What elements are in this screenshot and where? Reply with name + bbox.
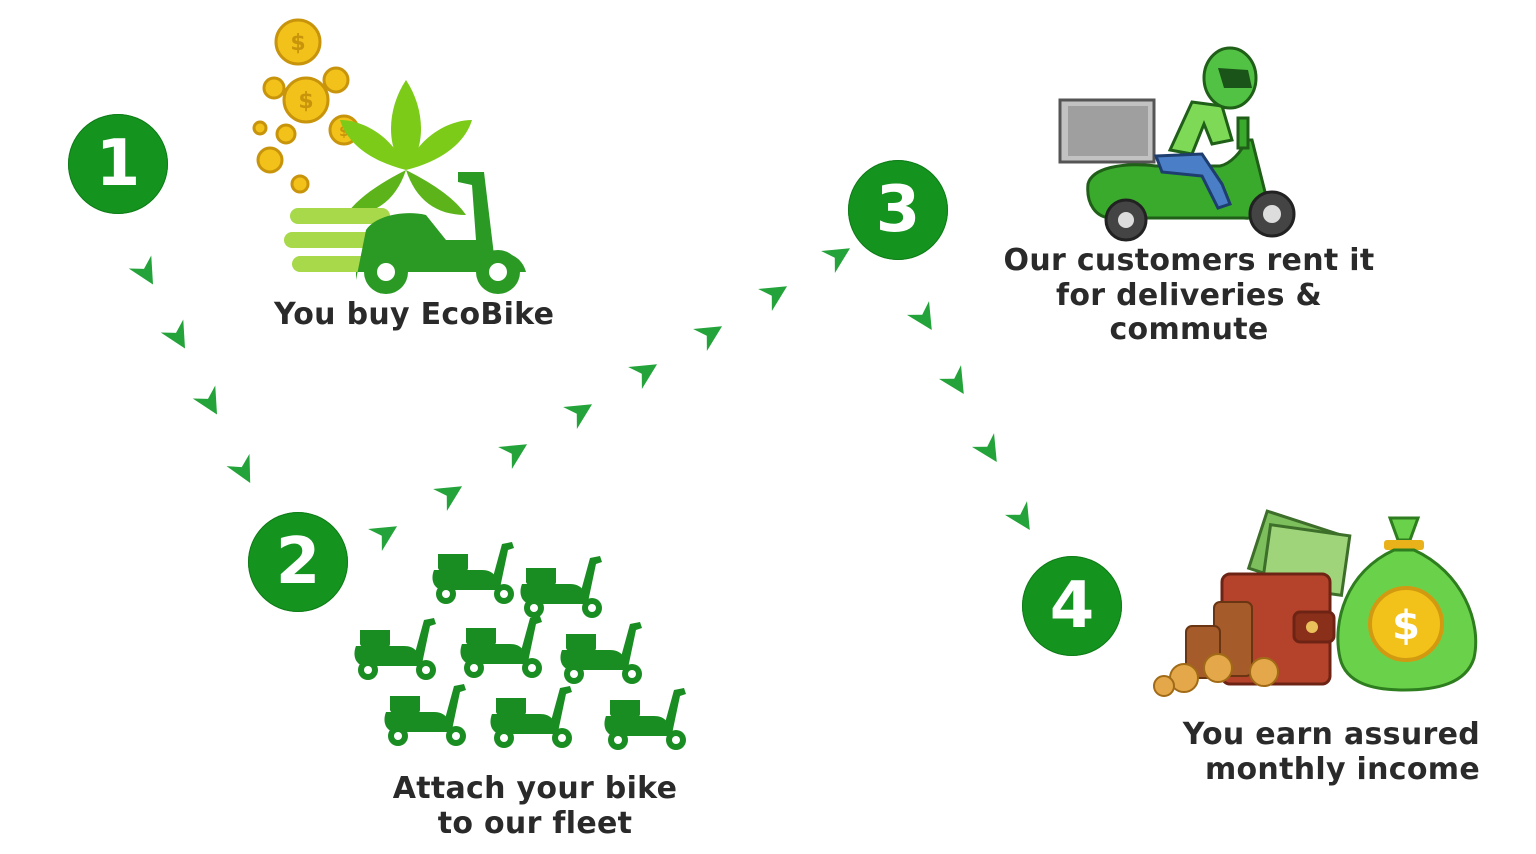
step-2-badge: 2	[248, 512, 348, 612]
step-4-caption: You earn assured monthly income	[1170, 717, 1480, 787]
step-1-badge: 1	[68, 114, 168, 214]
svg-text:$: $	[339, 124, 349, 140]
scooter-fleet-icon	[354, 542, 686, 750]
svg-text:$: $	[1392, 603, 1420, 649]
step-1-caption-line-1: You buy EcoBike	[274, 297, 555, 332]
delivery-rider-icon	[1058, 46, 1296, 242]
step-2-caption-line-2: to our fleet	[437, 805, 633, 841]
step-1-caption: You buy EcoBike	[274, 297, 555, 333]
coins-leaves-scooter-icon: $ $ $	[252, 18, 526, 294]
step-4-caption-line-2: monthly income	[1204, 751, 1480, 787]
step-3-badge: 3	[848, 160, 948, 260]
step-2-caption: Attach your bike to our fleet	[392, 771, 678, 841]
svg-text:$: $	[290, 31, 305, 56]
svg-text:$: $	[298, 89, 313, 114]
step-2-caption-line-1: Attach your bike	[392, 771, 678, 806]
step-3-caption-line-1: Our customers rent it	[1003, 243, 1375, 278]
step-4-caption-line-1: You earn assured	[1182, 717, 1480, 752]
step-4-badge: 4	[1022, 556, 1122, 656]
wallet-money-bag-icon: $	[1153, 509, 1478, 697]
step-3-caption-line-2: for deliveries & commute	[1056, 277, 1322, 347]
step-3-caption: Our customers rent it for deliveries & c…	[994, 243, 1384, 348]
